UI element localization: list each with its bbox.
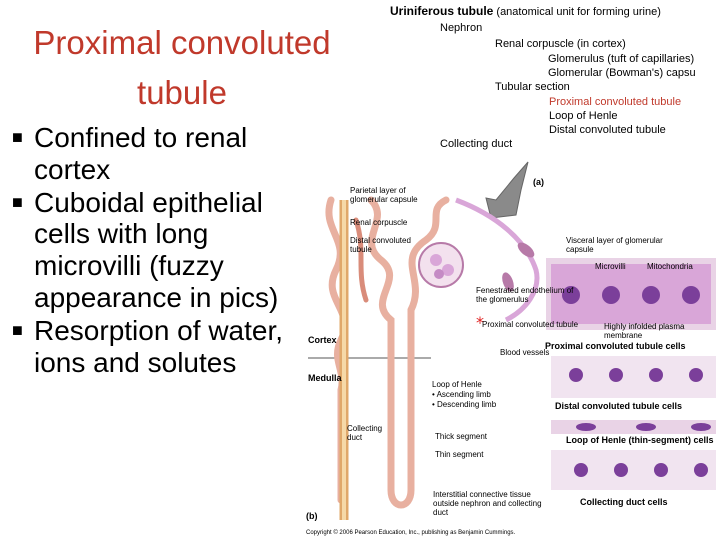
collecting-duct-label: Collecting duct (440, 138, 513, 150)
loop-label: Loop of Henle (549, 110, 618, 122)
uriniferous-title: Uriniferous tubule (390, 4, 494, 18)
visceral-layer-label: Visceral layer of glomerular capsule (566, 236, 663, 254)
bullet-item: ■ Resorption of water, ions and solutes (12, 315, 302, 379)
pct-cells-panel (546, 258, 716, 330)
glomerulus-label: Glomerulus (tuft of capillaries) (548, 53, 695, 65)
slide-title: Proximal convoluted tubule (33, 24, 331, 111)
glomerulus-ball (418, 242, 464, 288)
nephron-diagram: * (308, 161, 716, 520)
microvilli-label: Microvilli (595, 262, 626, 271)
renal-corpuscle-label: Renal corpuscle (in cortex) (495, 38, 626, 50)
nephron-label: Nephron (440, 22, 483, 34)
loop-fig-label: Loop of Henle (432, 380, 482, 389)
proximal-label: Proximal convoluted tubule (549, 96, 682, 108)
thin-segment-label: Thin segment (435, 450, 484, 459)
bullet-item: ■ Confined to renal cortex (12, 122, 302, 186)
bullet-text: Resorption of water, ions and solutes (34, 314, 284, 378)
bullet-text: Confined to renal cortex (34, 122, 248, 185)
uriniferous-note: (anatomical unit for forming urine) (496, 6, 661, 18)
bullet-list: ■ Confined to renal cortex ■ Cuboidal epit… (12, 122, 302, 379)
interstitial-label: Interstitial connective tissue outside n… (433, 490, 542, 517)
star-marker-icon: * (476, 313, 484, 332)
loh-cells-label: Loop of Henle (thin-segment) cells (566, 435, 714, 445)
distal-fig-label: Distal convoluted tubule (350, 236, 411, 254)
cd-cells-panel (551, 450, 716, 490)
pct-cells-label: Proximal convoluted tubule cells (545, 341, 686, 351)
square-bullet-icon: ■ (12, 127, 23, 147)
infolded-membrane-label: Highly infolded plasma membrane (604, 322, 685, 340)
mitochondria-label: Mitochondria (647, 262, 693, 271)
medulla-label: Medulla (308, 373, 342, 383)
dct-cells-panel (551, 356, 716, 398)
cortex-label: Cortex (308, 335, 337, 345)
cd-cells-label: Collecting duct cells (580, 497, 668, 507)
panel-a-label: (a) (533, 177, 544, 187)
glomerular-capsule-label: Glomerular (Bowman's) capsu (548, 67, 696, 79)
copyright-notice: Copyright © 2006 Pearson Education, Inc.… (306, 530, 516, 536)
blood-vessels-label: Blood vessels (500, 348, 550, 357)
tubular-section-label: Tubular section (495, 81, 570, 93)
pointer-arrow-icon (485, 161, 529, 219)
fenestrated-label: Fenestrated endothelium of the glomerulu… (476, 286, 574, 304)
collecting-fig-label: Collecting duct (347, 424, 383, 442)
square-bullet-icon: ■ (12, 319, 23, 340)
square-bullet-icon: ■ (12, 191, 23, 212)
bullet-item: ■ Cuboidal epithelial cells with long mic… (12, 187, 302, 314)
ascending-limb-label: • Ascending limb (432, 390, 491, 399)
capsule-detail (455, 197, 540, 323)
proximal-fig-label: Proximal convoluted tubule (482, 320, 579, 329)
renal-corpuscle-fig-label: Renal corpuscle (350, 218, 408, 227)
panel-b-label: (b) (306, 511, 318, 521)
descending-limb-label: • Descending limb (432, 400, 497, 409)
dct-cells-label: Distal convoluted tubule cells (555, 401, 683, 411)
thick-segment-label: Thick segment (435, 432, 488, 441)
bullet-text: Cuboidal epithelial cells with long micr… (34, 186, 279, 313)
loh-cells-panel (551, 420, 716, 434)
parietal-layer-label: Parietal layer of glomerular capsule (350, 186, 418, 204)
distal-label: Distal convoluted tubule (549, 124, 666, 136)
tubule-drawing (325, 196, 450, 509)
uriniferous-heading: Uriniferous tubule (anatomical unit for … (390, 4, 661, 19)
